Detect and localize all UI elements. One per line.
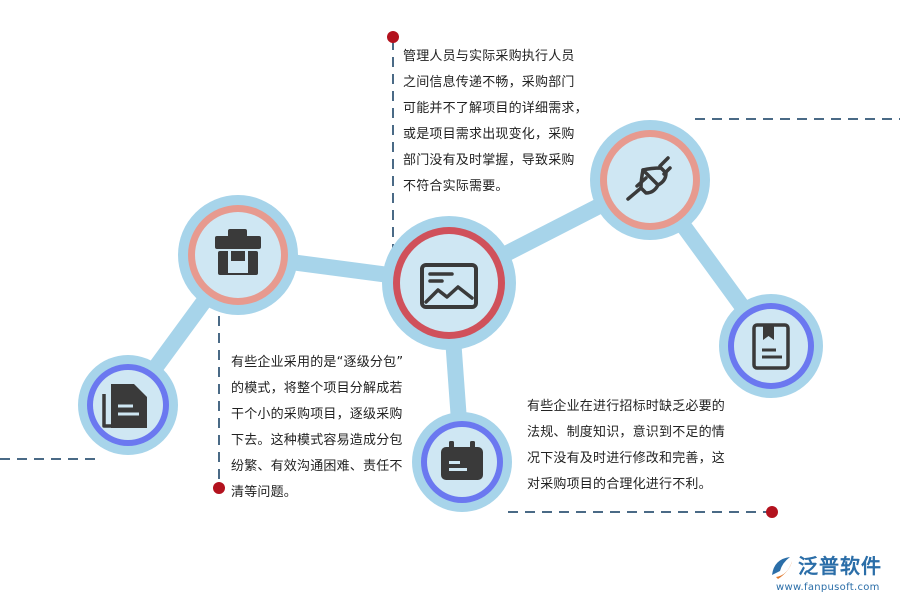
toolbox-icon [215, 229, 261, 275]
paragraph-left-line: 纷繁、有效沟通困难、责任不 [231, 459, 403, 474]
logo-mark-icon [772, 557, 792, 579]
marker-dot-left [213, 482, 225, 494]
node-book [719, 294, 823, 398]
paragraph-left-line: 清等问题。 [231, 485, 298, 500]
node-plug [590, 120, 710, 240]
fanpu-logo: 泛普软件 www.fanpusoft.com [768, 552, 892, 598]
paragraph-right-line: 有些企业在进行招标时缺乏必要的 [527, 399, 726, 414]
paragraph-right: 有些企业在进行招标时缺乏必要的 法规、制度知识，意识到不足的情 况下没有及时进行… [527, 394, 725, 498]
paragraph-top-line: 管理人员与实际采购执行人员 [403, 49, 575, 64]
paragraph-top-line: 之间信息传递不畅，采购部门 [403, 75, 575, 90]
node-documents [78, 355, 178, 455]
paragraph-right-line: 法规、制度知识，意识到不足的情 [527, 425, 726, 440]
paragraph-left-line: 的模式，将整个项目分解成若 [231, 381, 403, 396]
node-chart-card [382, 216, 516, 350]
logo-url: www.fanpusoft.com [776, 582, 880, 593]
node-calendar [412, 412, 512, 512]
documents-icon [102, 384, 147, 428]
marker-dot-right [766, 506, 778, 518]
paragraph-top-line: 或是项目需求出现变化，采购 [403, 127, 575, 142]
paragraph-top: 管理人员与实际采购执行人员 之间信息传递不畅，采购部门 可能并不了解项目的详细需… [403, 44, 588, 200]
plug-icon [626, 156, 672, 201]
paragraph-left-line: 下去。这种模式容易造成分包 [231, 433, 403, 448]
marker-dot-top [387, 31, 399, 43]
paragraph-left-line: 干个小的采购项目，逐级采购 [231, 407, 403, 422]
node-toolbox [178, 195, 298, 315]
paragraph-left-line: 有些企业采用的是“逐级分包” [231, 355, 404, 370]
logo-title: 泛普软件 [798, 554, 882, 578]
paragraph-right-line: 况下没有及时进行修改和完善，这 [527, 451, 726, 466]
paragraph-top-line: 部门没有及时掌握，导致采购 [403, 153, 575, 168]
chart-card-icon [420, 263, 478, 309]
calendar-icon [441, 441, 483, 480]
paragraph-top-line: 不符合实际需要。 [403, 179, 509, 194]
marker-dots [213, 31, 778, 518]
paragraph-top-line: 可能并不了解项目的详细需求， [403, 101, 588, 116]
dashed-guides [0, 40, 900, 513]
paragraph-left: 有些企业采用的是“逐级分包” 的模式，将整个项目分解成若 干个小的采购项目，逐级… [231, 350, 403, 506]
paragraph-right-line: 对采购项目的合理化进行不利。 [527, 477, 712, 492]
book-icon [752, 323, 790, 370]
